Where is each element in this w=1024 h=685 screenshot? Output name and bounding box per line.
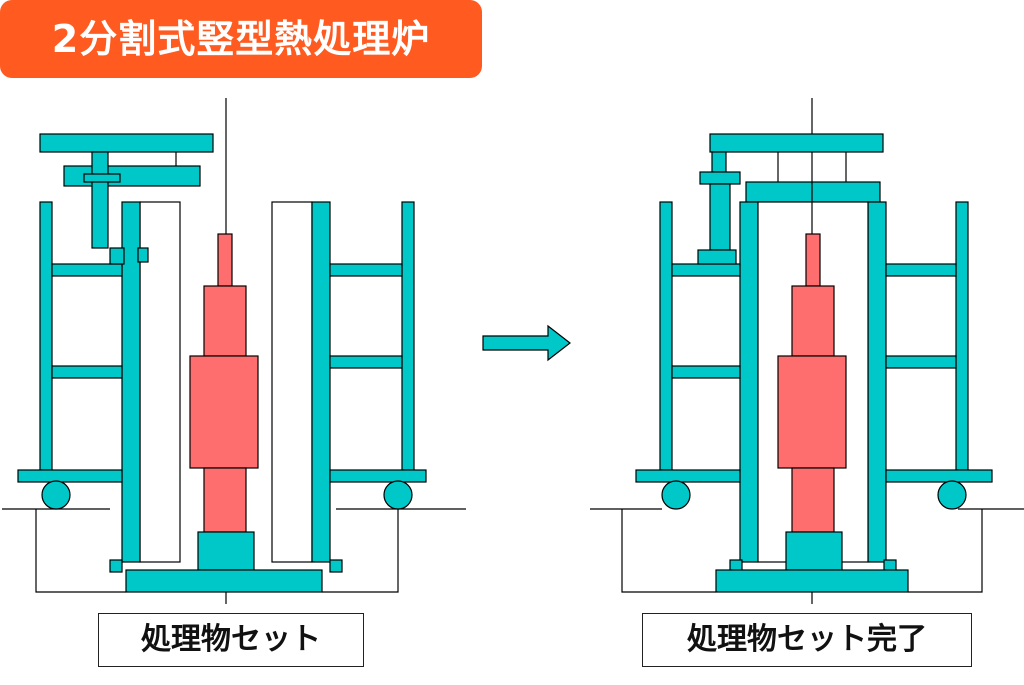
- caption-before: 処理物セット: [98, 613, 364, 667]
- crane-right: [697, 133, 884, 265]
- left-panel: [2, 98, 466, 604]
- right-panel: [590, 98, 1024, 604]
- wheel: [937, 480, 967, 510]
- crane-left: [39, 133, 214, 265]
- carriage-left: [17, 201, 123, 510]
- base: [125, 531, 323, 593]
- pit-outline-left: [35, 509, 126, 593]
- pit-outline-right: [322, 509, 399, 593]
- furnace-half-right: [271, 201, 343, 573]
- right-arrow-icon: [482, 324, 571, 362]
- pit-outline-left: [621, 509, 716, 593]
- wheel: [41, 480, 71, 510]
- pit-outline-right: [908, 509, 983, 593]
- wheel: [383, 480, 413, 510]
- caption-after: 処理物セット完了: [642, 613, 972, 667]
- workpiece: [777, 233, 847, 533]
- carriage-left: [635, 201, 741, 510]
- wheel: [661, 480, 691, 510]
- title-badge: [0, 0, 482, 78]
- base: [715, 531, 909, 593]
- carriage-right: [885, 201, 993, 510]
- furnace-half-left: [109, 201, 181, 573]
- carriage-right: [329, 201, 427, 510]
- page-title: 2分割式竪型熱処理炉: [51, 17, 431, 61]
- workpiece: [189, 233, 259, 533]
